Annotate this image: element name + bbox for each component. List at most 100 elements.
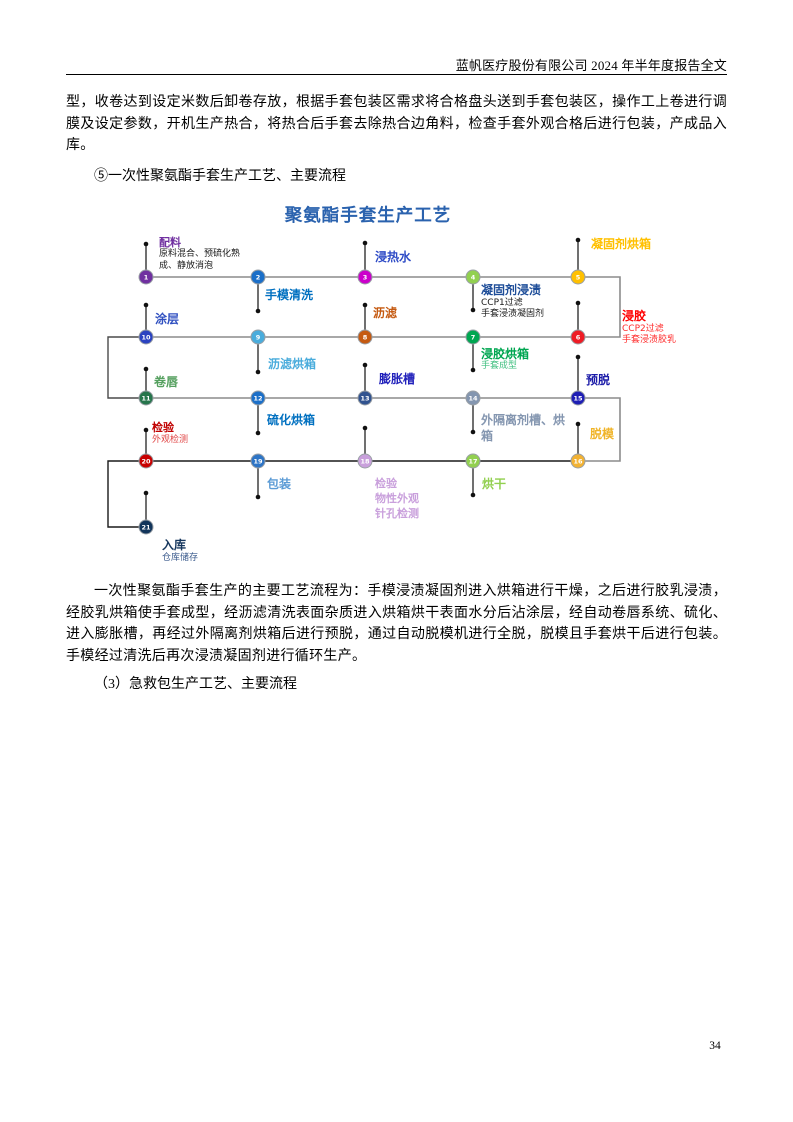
- flow-label-2-1: 手模清洗: [265, 288, 314, 302]
- flow-node-4: [465, 269, 481, 285]
- flow-node-number-10: 10: [141, 333, 151, 341]
- diagram-title: 聚氨酯手套生产工艺: [284, 206, 452, 226]
- flow-label-7-1: 浸胶烘箱: [481, 347, 530, 361]
- flow-anchor-dot-1: [143, 241, 149, 247]
- flow-node-number-8: 8: [363, 333, 368, 341]
- flow-node-number-18: 18: [360, 457, 370, 465]
- flow-node-number-6: 6: [576, 333, 581, 341]
- flow-node-3: [357, 269, 373, 285]
- flow-node-number-12: 12: [253, 394, 262, 402]
- flow-label-16-1: 脱模: [590, 427, 615, 441]
- flow-anchor-dot-11: [143, 366, 149, 372]
- flow-label-3-1: 浸热水: [375, 250, 412, 264]
- flow-anchor-dot-15: [575, 354, 581, 360]
- flow-node-9: [250, 329, 266, 345]
- flow-node-13: [357, 390, 373, 406]
- flow-node-number-13: 13: [360, 394, 369, 402]
- flow-node-12: [250, 390, 266, 406]
- flow-anchor-dot-19: [255, 494, 261, 500]
- flow-node-10: [138, 329, 154, 345]
- flow-label-6-3: 手套浸渍胶乳: [622, 335, 677, 345]
- flow-anchor-dot-5: [575, 237, 581, 243]
- flow-anchor-dot-2: [255, 308, 261, 314]
- flow-label-4-3: 手套浸渍凝固剂: [481, 309, 545, 319]
- page-number: 34: [709, 1040, 721, 1052]
- flow-label-12-1: 硫化烘箱: [267, 413, 316, 427]
- flow-label-19-1: 包装: [267, 477, 292, 491]
- section-heading-5: ⑤一次性聚氨酯手套生产工艺、主要流程: [66, 165, 727, 185]
- flow-label-9-1: 沥滤烘箱: [268, 357, 317, 371]
- flow-anchor-dot-7: [470, 367, 476, 373]
- paragraph-continuation: 型，收卷达到设定米数后卸卷存放，根据手套包装区需求将合格盘头送到手套包装区，操作…: [66, 95, 727, 153]
- flow-anchor-dot-12: [255, 430, 261, 436]
- process-paragraph: 一次性聚氨酯手套生产的主要工艺流程为：手模浸渍凝固剂进入烘箱进行干燥，之后进行胶…: [66, 584, 727, 664]
- flow-node-number-5: 5: [576, 273, 581, 281]
- section-heading-5-text: ⑤一次性聚氨酯手套生产工艺、主要流程: [94, 169, 346, 184]
- flow-label-7-2: 手套成型: [481, 361, 518, 371]
- flow-anchor-dot-13: [362, 362, 368, 368]
- flow-node-8: [357, 329, 373, 345]
- flow-anchor-dot-17: [470, 492, 476, 498]
- flow-anchor-dot-20: [143, 427, 149, 433]
- flow-label-1-2: 原料混合、预硫化熟成、静放消泡: [159, 249, 241, 271]
- flow-anchor-dot-4: [470, 307, 476, 313]
- flow-node-number-19: 19: [253, 457, 263, 465]
- flow-connector-2: [107, 336, 146, 399]
- flow-node-number-14: 14: [468, 394, 478, 402]
- flow-label-11-1: 卷唇: [154, 375, 179, 389]
- flow-anchor-dot-16: [575, 421, 581, 427]
- flow-node-number-4: 4: [471, 273, 476, 281]
- flow-label-5-1: 凝固剂烘箱: [591, 237, 652, 251]
- flow-node-number-1: 1: [144, 273, 149, 281]
- flow-anchor-dot-14: [470, 429, 476, 435]
- flow-node-17: [465, 453, 481, 469]
- flow-node-20: [138, 453, 154, 469]
- flow-node-number-21: 21: [141, 523, 151, 531]
- flow-node-5: [570, 269, 586, 285]
- report-header: 蓝帆医疗股份有限公司 2024 年半年度报告全文: [455, 58, 727, 73]
- flow-anchor-dot-6: [575, 300, 581, 306]
- flow-node-2: [250, 269, 266, 285]
- flow-node-number-16: 16: [573, 457, 583, 465]
- flow-node-11: [138, 390, 154, 406]
- flow-node-number-2: 2: [256, 273, 261, 281]
- flow-label-4-1: 凝固剂浸渍: [481, 283, 542, 297]
- flow-label-21-2: 仓库储存: [162, 553, 199, 563]
- section-heading-3-text: （3）急救包生产工艺、主要流程: [94, 677, 297, 692]
- flow-anchor-dot-3: [362, 240, 368, 246]
- flow-anchor-dot-21: [143, 490, 149, 496]
- flow-node-number-7: 7: [471, 333, 476, 341]
- flow-label-20-2: 外观检测: [152, 435, 189, 445]
- flow-node-14: [465, 390, 481, 406]
- flow-label-1-1: 配料: [159, 236, 181, 249]
- flow-node-number-9: 9: [256, 333, 261, 341]
- flow-label-18-3: 针孔检测: [375, 507, 419, 520]
- flow-label-14-1: 外隔离剂槽、烘箱: [481, 413, 566, 443]
- flow-node-7: [465, 329, 481, 345]
- flow-node-number-17: 17: [468, 457, 477, 465]
- flow-label-4-2: CCP1过滤: [481, 298, 523, 308]
- flow-connector-4: [107, 460, 578, 528]
- flow-label-10-1: 涂层: [155, 312, 180, 326]
- flow-anchor-dot-8: [362, 302, 368, 308]
- flow-node-21: [138, 519, 154, 535]
- header-rule: [66, 74, 727, 75]
- flow-node-15: [570, 390, 586, 406]
- flow-label-6-1: 浸胶: [622, 309, 647, 323]
- flow-label-21-1: 入库: [162, 538, 187, 552]
- flow-node-number-11: 11: [141, 394, 151, 402]
- flow-connector-3: [146, 397, 621, 462]
- flow-label-13-1: 膨胀槽: [379, 372, 416, 386]
- flow-anchor-dot-9: [255, 369, 261, 375]
- flow-label-18-2: 物性外观: [375, 492, 419, 505]
- flow-node-number-3: 3: [363, 273, 368, 281]
- flow-label-17-1: 烘干: [482, 477, 507, 491]
- flow-anchor-dot-18: [362, 425, 368, 431]
- flow-node-19: [250, 453, 266, 469]
- flow-label-6-2: CCP2过滤: [622, 324, 664, 334]
- flow-connector-1: [146, 276, 621, 338]
- flow-node-number-20: 20: [141, 457, 151, 465]
- section-heading-3: （3）急救包生产工艺、主要流程: [66, 673, 727, 693]
